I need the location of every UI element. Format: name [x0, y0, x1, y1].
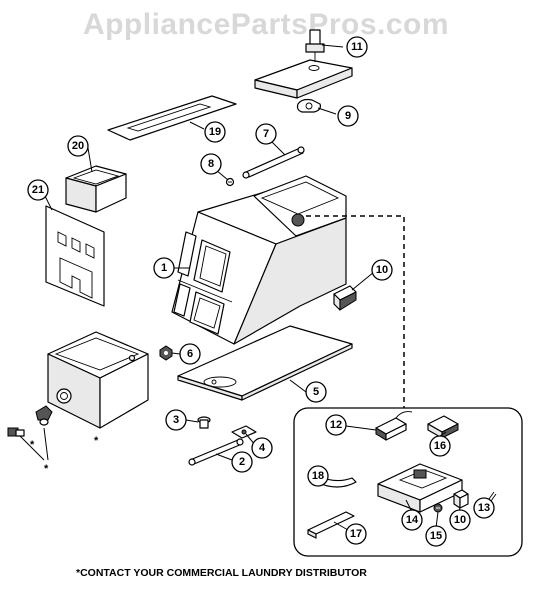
callout-14: 14 [401, 509, 423, 531]
leader-knob-b [43, 427, 49, 461]
svg-text:4: 4 [259, 442, 266, 454]
part-7-rod [242, 146, 305, 179]
asterisk-3: * [44, 463, 49, 475]
svg-text:10: 10 [454, 514, 466, 526]
callout-10-upper: 10 [371, 259, 393, 281]
part-17-strip [307, 511, 355, 539]
part-19-panel [107, 95, 237, 141]
asterisk-1: * [30, 439, 35, 451]
callout-2: 2 [231, 451, 253, 473]
callout-15: 15 [425, 525, 447, 547]
svg-text:10: 10 [376, 264, 388, 276]
part-2-rod-bracket [188, 438, 244, 466]
leader-knob-a [19, 435, 45, 461]
footnote-text: *CONTACT YOUR COMMERCIAL LAUNDRY DISTRIB… [76, 567, 367, 579]
svg-text:3: 3 [173, 414, 179, 426]
callout-10-lower: 10 [449, 509, 471, 531]
svg-text:6: 6 [187, 348, 193, 360]
callout-12: 12 [325, 414, 347, 436]
part-9-nut [296, 98, 321, 113]
callout-5: 5 [305, 381, 327, 403]
part-11-top-plate [254, 29, 353, 99]
svg-text:13: 13 [478, 502, 490, 514]
part-14-switch-bracket [377, 463, 463, 513]
dashed-connector [306, 215, 405, 408]
part-15-screw [433, 503, 443, 513]
part-18-strip [315, 475, 357, 488]
callout-8: 8 [200, 153, 222, 175]
part-8-screw [225, 177, 235, 187]
drawer-assembly [47, 331, 149, 429]
part-5-base-plate [177, 325, 353, 401]
svg-text:15: 15 [430, 530, 442, 542]
watermark-text: AppliancePartsPros.com [83, 8, 449, 41]
callout-21: 21 [27, 179, 49, 201]
svg-text:21: 21 [32, 184, 44, 196]
svg-text:14: 14 [406, 514, 419, 526]
part-4-bracket [231, 425, 257, 439]
callout-16: 16 [429, 435, 451, 457]
svg-text:5: 5 [313, 386, 319, 398]
part-1-cabinet [171, 175, 347, 345]
svg-text:18: 18 [312, 470, 324, 482]
part-6-nut [159, 345, 173, 361]
part-10-clip-lower [453, 489, 469, 509]
svg-text:20: 20 [72, 140, 84, 152]
svg-text:11: 11 [351, 41, 363, 53]
callout-6: 6 [179, 343, 201, 365]
part-12-connector [375, 411, 413, 441]
knob-parts [7, 405, 53, 437]
callout-20: 20 [67, 135, 89, 157]
svg-text:16: 16 [434, 440, 446, 452]
callout-1: 1 [153, 257, 175, 279]
svg-text:2: 2 [239, 456, 245, 468]
svg-text:1: 1 [161, 262, 167, 274]
callout-19: 19 [204, 121, 226, 143]
callout-11: 11 [346, 36, 368, 58]
callout-3: 3 [165, 409, 187, 431]
svg-text:19: 19 [209, 126, 221, 138]
part-10-clip-upper [333, 285, 357, 311]
svg-text:9: 9 [345, 110, 351, 122]
svg-text:12: 12 [330, 419, 342, 431]
part-20-box [65, 165, 127, 213]
callout-9: 9 [337, 105, 359, 127]
part-21-wall-plate [45, 205, 105, 307]
asterisk-2: * [94, 435, 99, 447]
callout-18: 18 [307, 465, 329, 487]
callout-4: 4 [251, 437, 273, 459]
part-3-bolt [197, 416, 211, 429]
callout-7: 7 [255, 123, 277, 145]
svg-text:8: 8 [208, 158, 214, 170]
svg-text:17: 17 [350, 528, 362, 540]
callout-17: 17 [345, 523, 367, 545]
svg-text:7: 7 [263, 128, 269, 140]
callout-13: 13 [473, 497, 495, 519]
